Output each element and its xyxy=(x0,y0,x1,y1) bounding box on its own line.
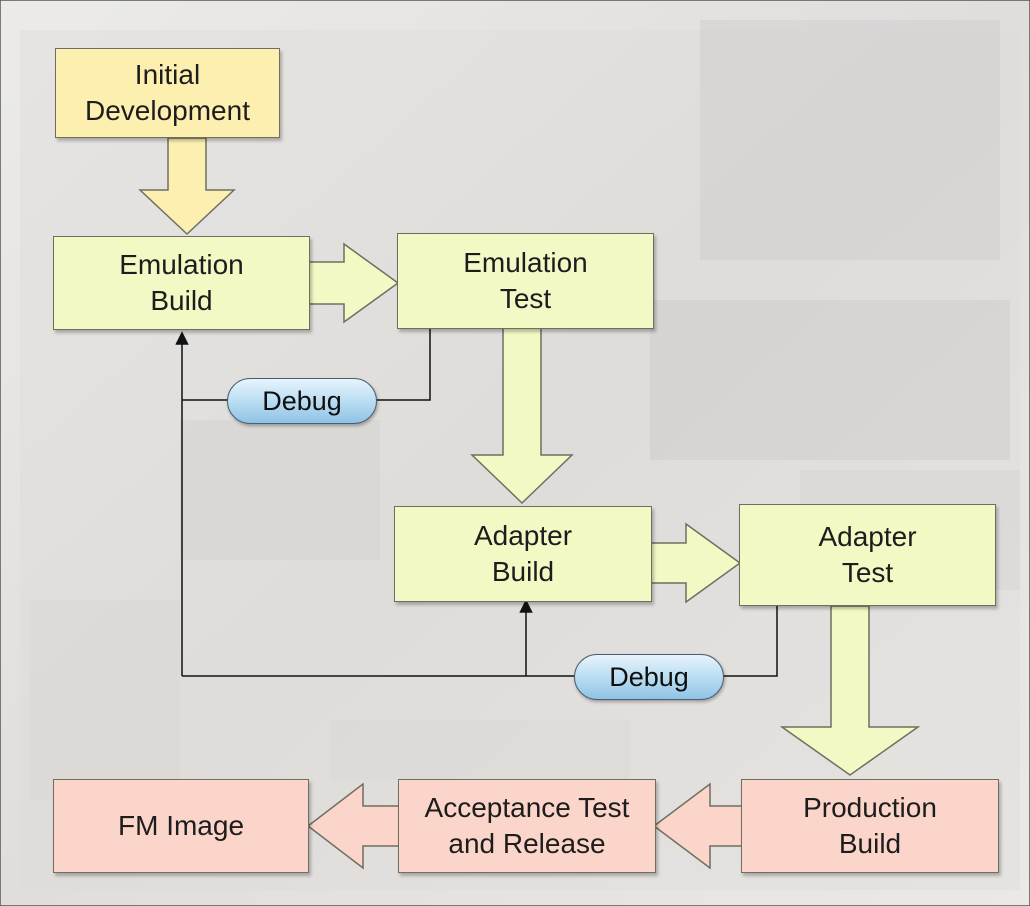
arrow-adapter-test-to-production xyxy=(779,605,921,776)
arrow-production-to-acceptance xyxy=(652,782,744,870)
node-acceptance-test: Acceptance Test and Release xyxy=(398,779,656,873)
node-production-build-label: Production Build xyxy=(803,792,937,859)
debug-pill-adapter-label: Debug xyxy=(609,661,689,692)
arrow-emulation-test-to-adapter-build xyxy=(470,327,574,505)
debug-line-emulation xyxy=(376,328,431,401)
debug-line-adapter-right xyxy=(722,606,778,677)
node-emulation-build-label: Emulation Build xyxy=(119,249,244,316)
node-emulation-build: Emulation Build xyxy=(53,236,310,330)
node-fm-image: FM Image xyxy=(53,779,309,873)
debug-pill-emulation: Debug xyxy=(227,378,377,424)
node-adapter-build: Adapter Build xyxy=(394,506,652,602)
node-production-build: Production Build xyxy=(741,779,999,873)
node-initial-development: Initial Development xyxy=(55,48,280,138)
arrow-emulation-build-to-test xyxy=(308,242,400,324)
node-adapter-build-label: Adapter Build xyxy=(473,520,573,587)
debug-pill-adapter: Debug xyxy=(574,654,724,700)
arrow-acceptance-to-fm-image xyxy=(306,782,400,870)
arrow-adapter-build-to-test xyxy=(650,522,742,604)
node-fm-image-label: FM Image xyxy=(117,810,245,841)
debug-pill-emulation-label: Debug xyxy=(262,385,342,416)
node-emulation-test: Emulation Test xyxy=(397,233,654,329)
flow-arrows xyxy=(138,137,921,870)
arrow-initial-to-emulation-build xyxy=(138,137,236,236)
debug-lines xyxy=(175,328,778,677)
node-adapter-test-label: Adapter Test xyxy=(818,521,917,588)
node-emulation-test-label: Emulation Test xyxy=(463,247,588,314)
node-adapter-test: Adapter Test xyxy=(739,504,996,606)
node-acceptance-test-label: Acceptance Test and Release xyxy=(424,792,630,859)
node-initial-development-label: Initial Development xyxy=(85,59,250,126)
